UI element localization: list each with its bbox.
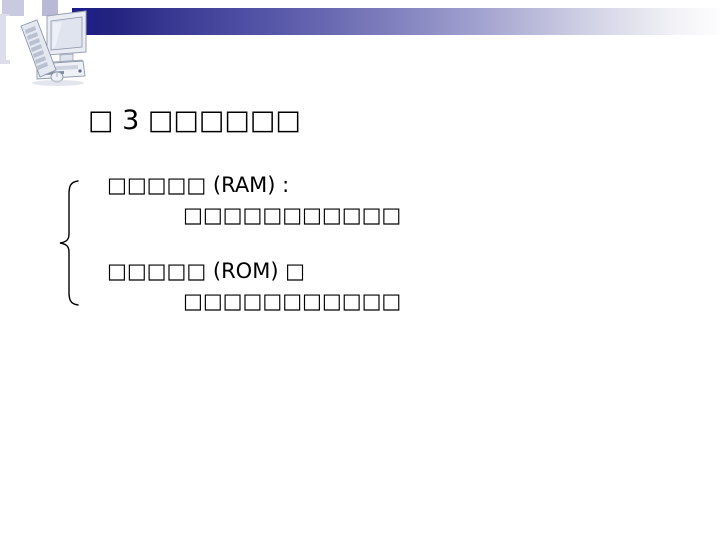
list-item: □□□□□ (RAM) : □□□□□□□□□□□	[107, 170, 567, 230]
list-item: □□□□□ (ROM) □ □□□□□□□□□□□	[107, 256, 567, 316]
decoration-square-left-edge	[0, 14, 10, 64]
grouping-brace-icon	[59, 180, 79, 306]
page-title: □ 3 □□□□□□	[88, 105, 301, 136]
decoration-square-top-right	[42, 0, 58, 16]
list-item-heading: □□□□□ (ROM) □	[107, 259, 306, 283]
list-item-heading: □□□□□ (RAM) :	[107, 173, 290, 197]
header-gradient-band	[72, 8, 720, 35]
list-item-detail: □□□□□□□□□□□	[183, 203, 402, 227]
bullet-list: □□□□□ (RAM) : □□□□□□□□□□□ □□□□□ (ROM) □ …	[107, 170, 567, 316]
list-item-detail: □□□□□□□□□□□	[183, 289, 402, 313]
computer-image	[20, 10, 87, 86]
